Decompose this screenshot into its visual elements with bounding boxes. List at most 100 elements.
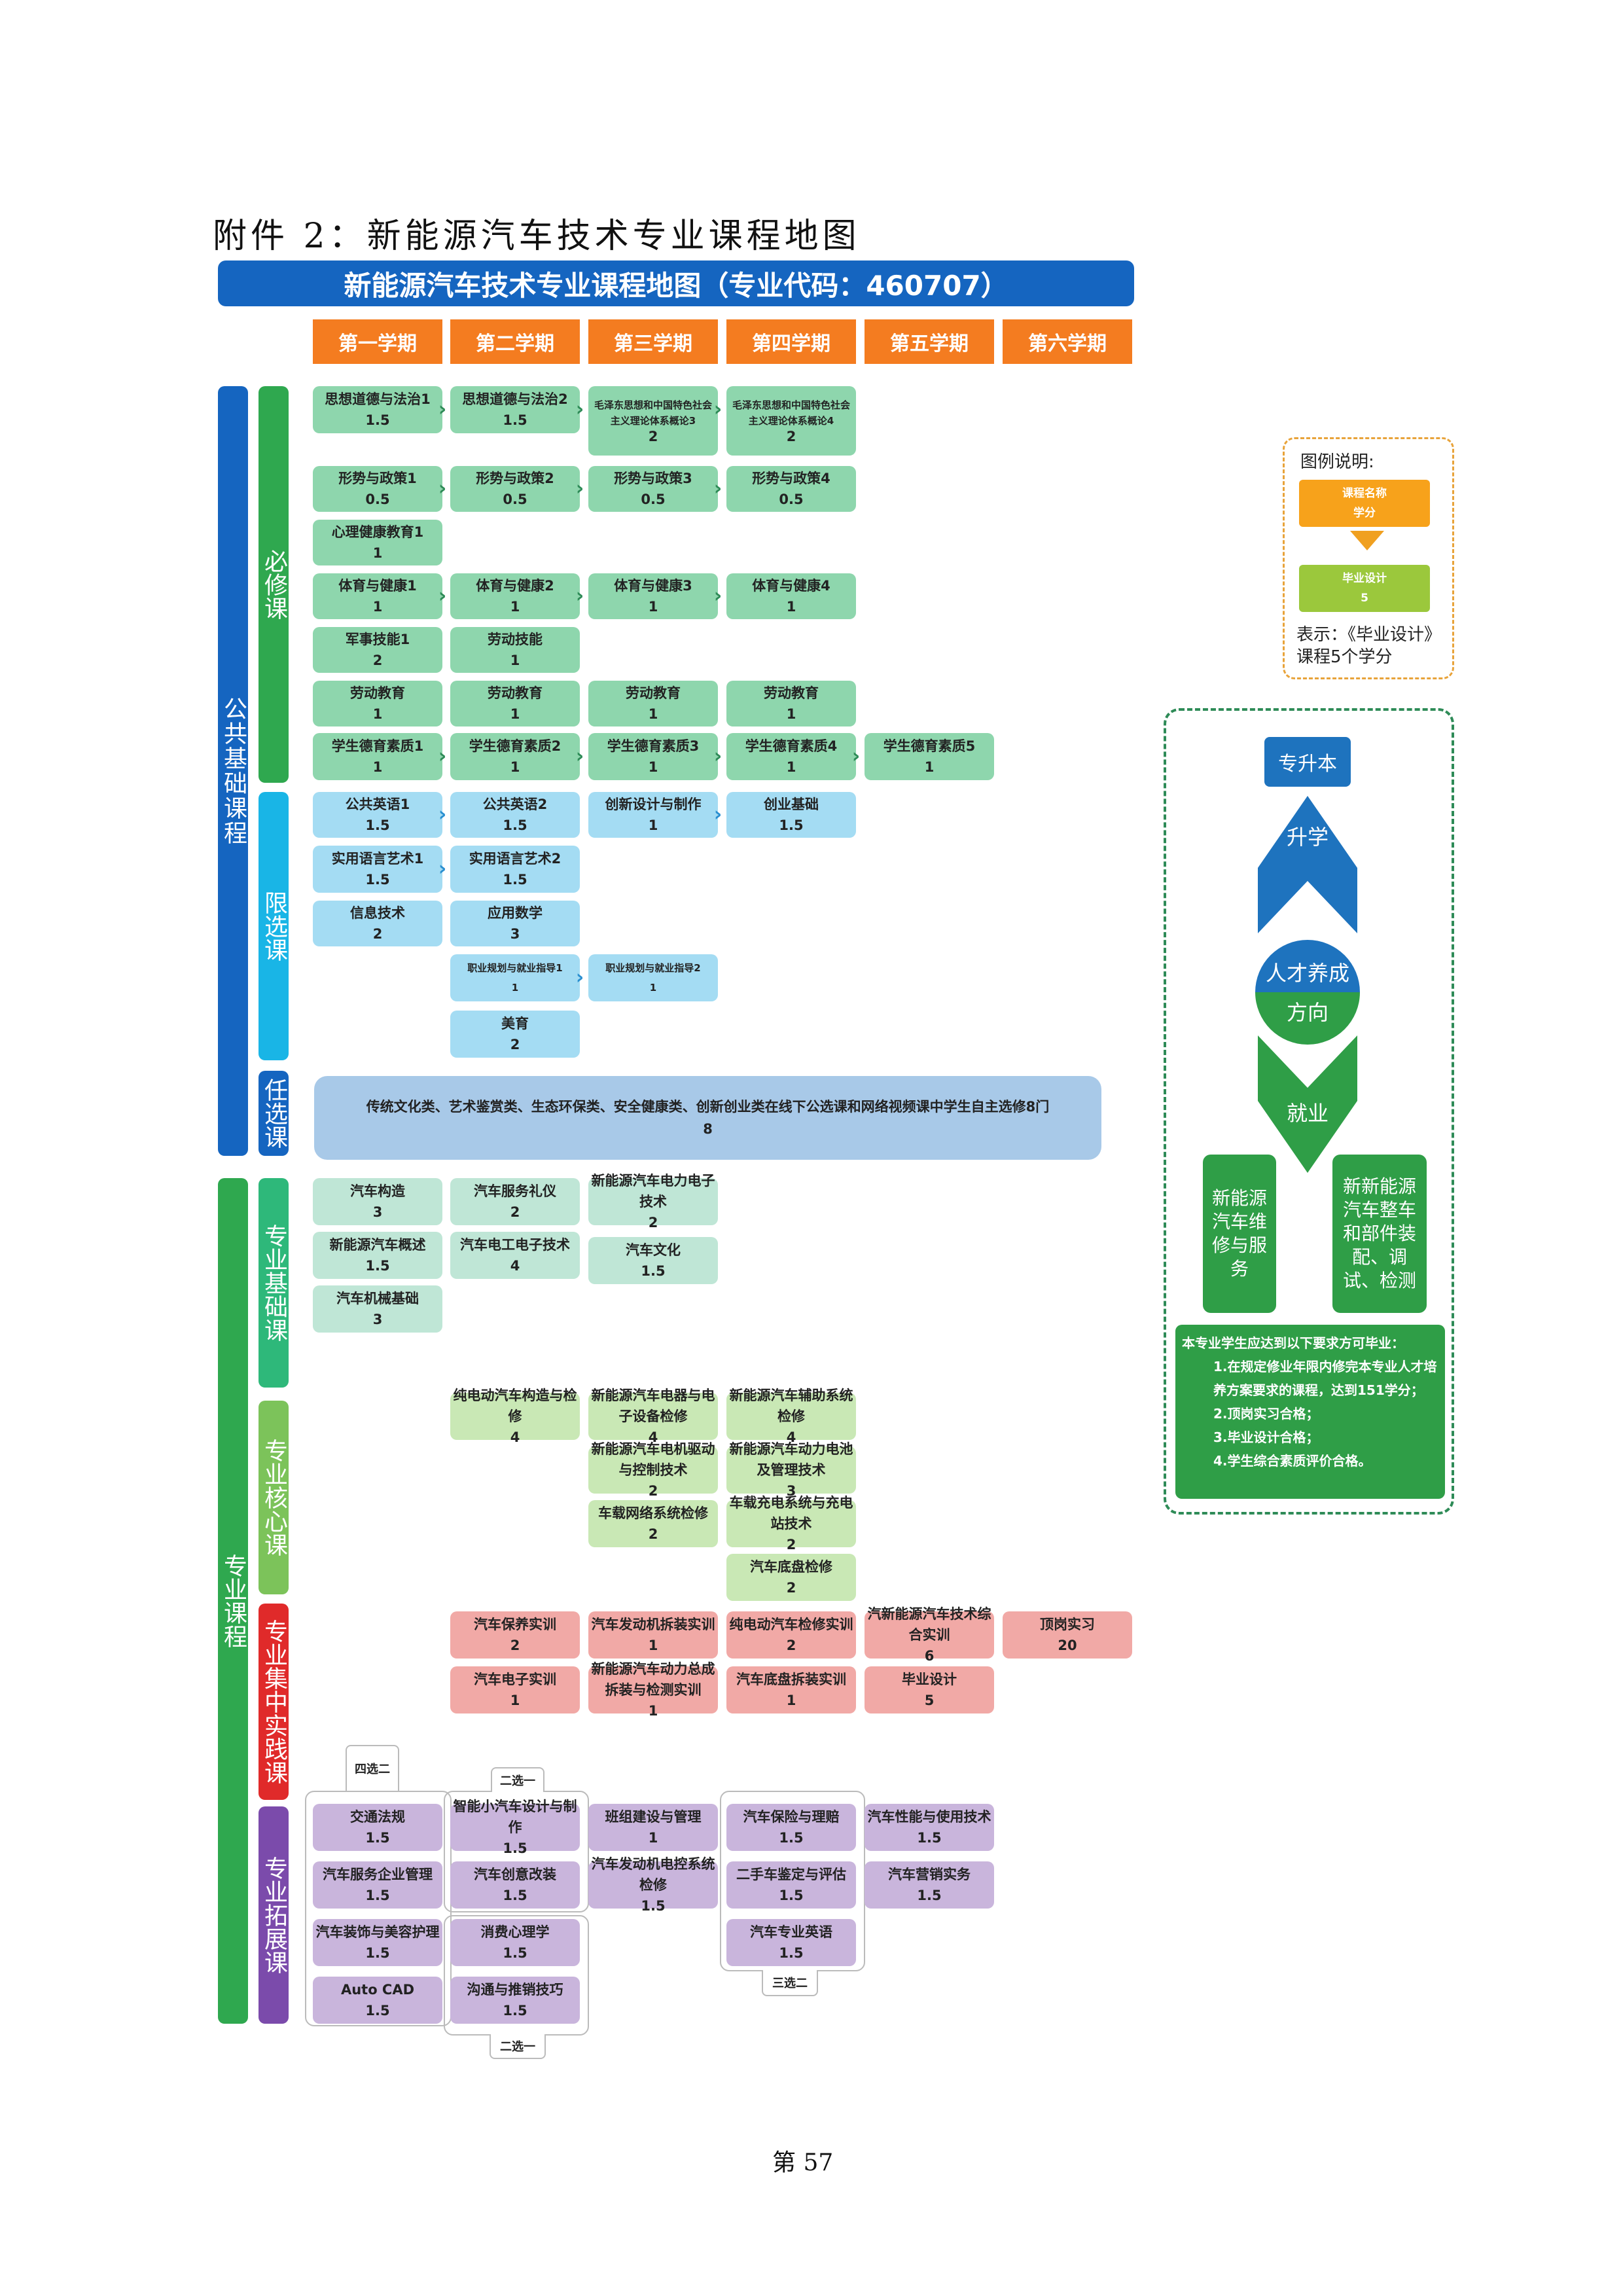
course-name: 军事技能1 <box>345 632 410 647</box>
requirement-item: 3.毕业设计合格； <box>1213 1429 1319 1445</box>
career-paths-panel: 专升本 升学 人才养成 方向 就业 新能源汽车维修与服务 新新能源汽车整车和部件… <box>1164 708 1454 1515</box>
chevron-right-icon: › <box>851 745 861 768</box>
legend-example-box: 毕业设计 5 <box>1299 565 1430 612</box>
chevron-right-icon: › <box>438 398 447 421</box>
chevron-right-icon: › <box>575 584 584 607</box>
course-credit: 1 <box>786 706 796 722</box>
course-name: 汽车发动机拆装实训 <box>591 1617 715 1632</box>
category-major-label: 专业课程 <box>220 1554 247 1648</box>
course-name: 智能小汽车设计与制作 <box>453 1799 577 1835</box>
course-name: 形势与政策2 <box>476 471 554 486</box>
semester-5-header: 第五学期 <box>865 319 994 364</box>
course-credit: 1 <box>648 1703 658 1719</box>
course-credit: 1 <box>786 759 796 775</box>
legend-sample-credit: 学分 <box>1353 507 1376 520</box>
course-name: 体育与健康4 <box>752 578 830 594</box>
chevron-right-icon: › <box>438 857 447 880</box>
category-major: 专业课程 <box>218 1178 248 2024</box>
course-credit: 1.5 <box>365 1945 390 1961</box>
course-name: 汽车文化 <box>626 1242 681 1258</box>
course-credit: 4 <box>510 1258 520 1274</box>
course-credit: 1.5 <box>503 872 527 888</box>
legend-title: 图例说明: <box>1300 452 1374 472</box>
course-credit: 2 <box>648 429 658 444</box>
course-name: 实用语言艺术2 <box>469 851 562 867</box>
choice-tag: 三选二 <box>762 1970 818 1996</box>
choice-tag: 四选二 <box>346 1745 399 1791</box>
course-credit: 1.5 <box>641 1263 666 1279</box>
category-major-practice-label: 专业集中实践课 <box>260 1619 287 1784</box>
chevron-right-icon: › <box>713 745 722 768</box>
course-credit: 3 <box>372 1312 383 1327</box>
course-name: 新能源汽车电器与电子设备检修 <box>591 1388 715 1424</box>
course-credit: 2 <box>786 1537 796 1552</box>
course-name: 体育与健康2 <box>476 578 554 594</box>
category-major-extend-label: 专业拓展课 <box>260 1856 287 1974</box>
course-credit: 1.5 <box>503 412 527 428</box>
course-credit: 1 <box>510 706 520 722</box>
course-name: 创业基础 <box>764 797 819 812</box>
category-public-label: 公共基础课程 <box>220 696 247 846</box>
course-name: 劳动教育 <box>626 685 681 701</box>
requirements-box: 本专业学生应达到以下要求方可毕业： 1.在规定修业年限内修完本专业人才培养方案要… <box>1175 1325 1445 1499</box>
center-circle <box>1255 940 1360 1045</box>
course-name: 形势与政策3 <box>614 471 692 486</box>
chevron-right-icon: › <box>713 398 722 421</box>
course-credit: 2 <box>510 1204 520 1220</box>
course-credit: 0.5 <box>641 492 666 507</box>
course-credit: 1 <box>786 599 796 615</box>
course-box: 实用语言艺术2 1.5 <box>450 846 580 893</box>
course-box: 汽车电工电子技术 4 <box>450 1232 580 1279</box>
course-name: 体育与健康3 <box>614 578 692 594</box>
requirements-title: 本专业学生应达到以下要求方可毕业： <box>1182 1335 1404 1351</box>
requirement-item: 1.在规定修业年限内修完本专业人才培养方案要求的课程，达到151学分； <box>1213 1359 1437 1398</box>
course-credit: 1.5 <box>365 872 390 888</box>
course-name: 新能源汽车电机驱动与控制技术 <box>591 1441 715 1478</box>
course-name: 职业规划与就业指导1 <box>467 962 563 974</box>
course-name: 汽车电工电子技术 <box>460 1237 570 1253</box>
course-credit: 1 <box>510 599 520 615</box>
course-credit: 20 <box>1058 1638 1077 1653</box>
course-credit: 1 <box>510 1693 520 1708</box>
course-name: 毛泽东思想和中国特色社会主义理论体系概论3 <box>594 399 712 427</box>
course-box: 形势与政策3 0.5 <box>588 466 718 512</box>
course-credit: 1.5 <box>917 1830 942 1846</box>
course-box: 毛泽东思想和中国特色社会主义理论体系概论3 2 <box>588 386 718 456</box>
course-name: 汽车专业英语 <box>750 1924 832 1940</box>
course-credit: 1.5 <box>365 412 390 428</box>
course-credit: 5 <box>924 1693 935 1708</box>
chevron-right-icon: › <box>575 398 584 421</box>
chevron-right-icon: › <box>438 745 447 768</box>
requirement-item: 2.顶岗实习合格； <box>1213 1406 1319 1422</box>
course-name: 劳动教育 <box>488 685 543 701</box>
course-name: 学生德育素质4 <box>745 738 838 754</box>
course-credit: 1.5 <box>503 1888 527 1903</box>
course-name: 毛泽东思想和中国特色社会主义理论体系概论4 <box>732 399 850 427</box>
course-name: 劳动教育 <box>764 685 819 701</box>
course-credit: 1.5 <box>641 1898 666 1914</box>
